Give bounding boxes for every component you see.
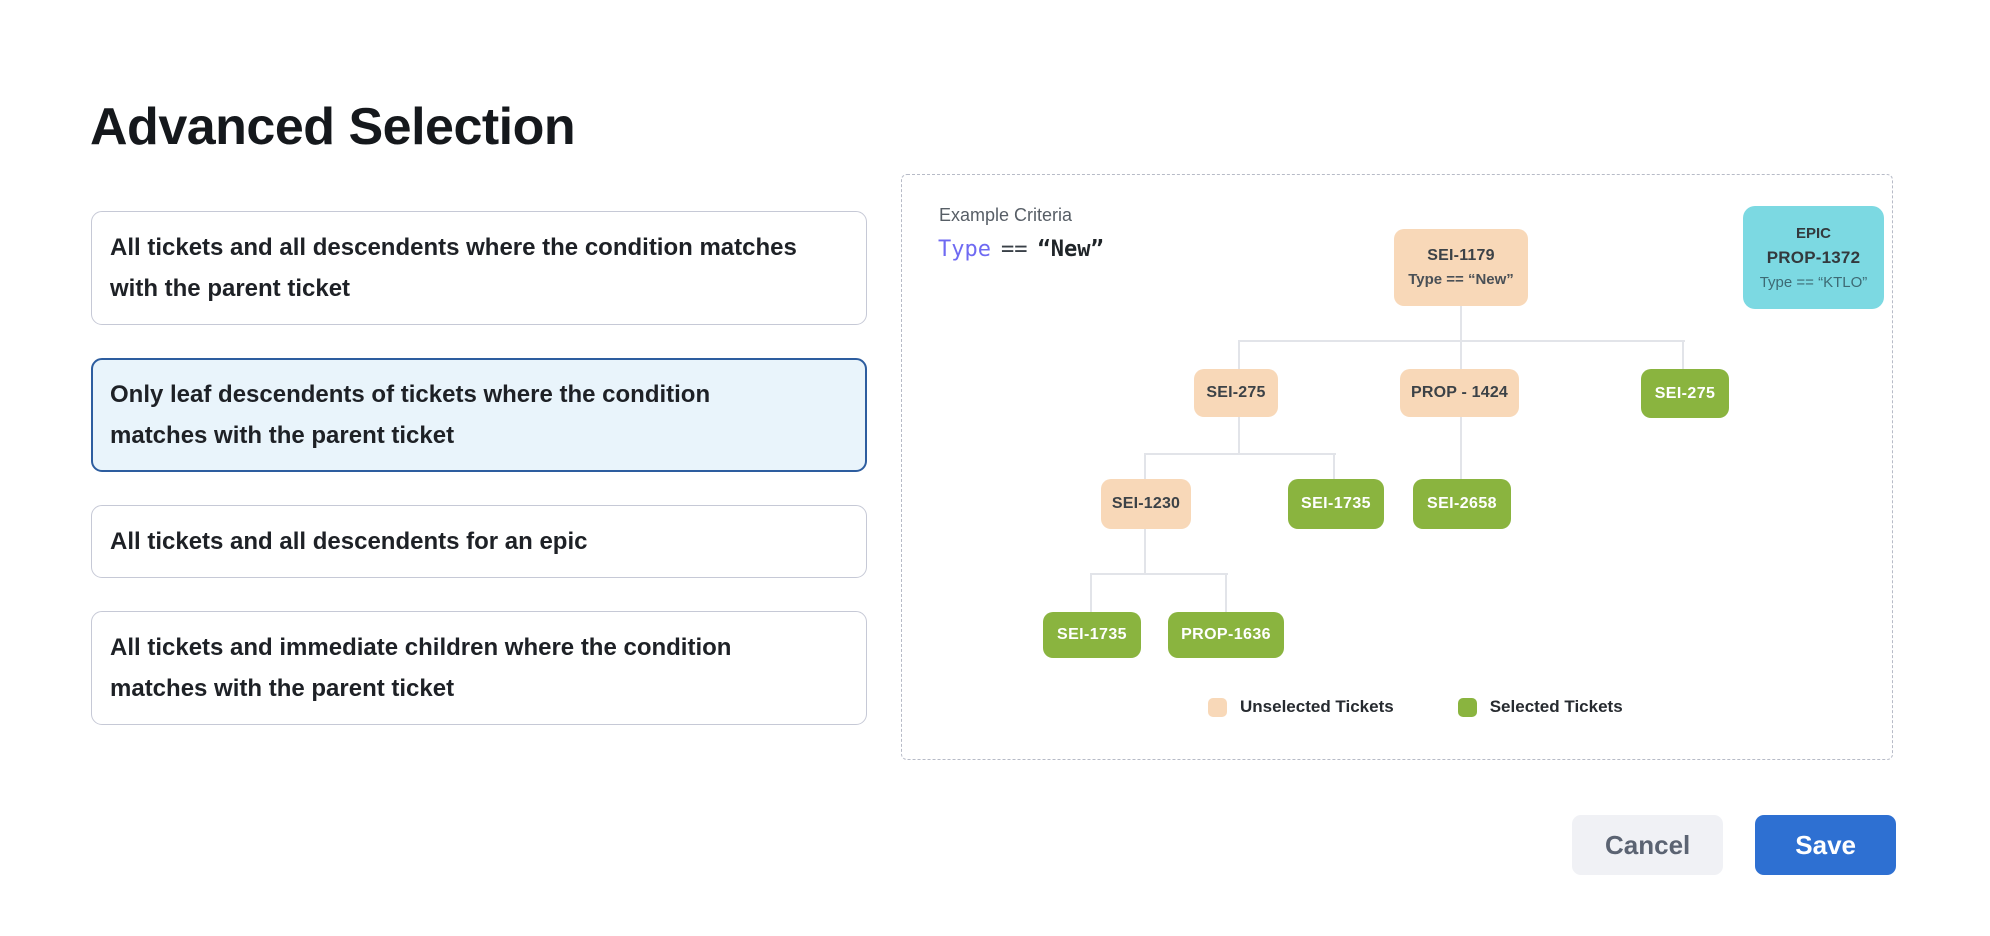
option-label: All tickets and all descendents for an e… [110, 528, 588, 555]
tree-connector [1460, 304, 1462, 370]
tree-connector [1238, 340, 1685, 342]
option-card-4[interactable]: All tickets and immediate children where… [91, 611, 867, 725]
tree-node-sei-275: SEI-275 [1641, 369, 1729, 418]
tree-connector [1460, 417, 1462, 480]
legend-item: Selected Tickets [1457, 697, 1623, 717]
option-card-3[interactable]: All tickets and all descendents for an e… [91, 505, 867, 578]
option-label: All tickets and all descendents where th… [110, 234, 797, 302]
cancel-button[interactable]: Cancel [1572, 815, 1724, 875]
tree-node-sei-2658: SEI-2658 [1413, 479, 1511, 529]
tree-node-sei-1230: SEI-1230 [1101, 479, 1191, 529]
tree-connector [1225, 573, 1227, 613]
legend-label: Selected Tickets [1489, 697, 1623, 716]
tree-connector [1144, 453, 1146, 480]
criteria-field: Type [938, 237, 991, 262]
tree-connector [1682, 340, 1684, 370]
tree-node-prop-1636: PROP-1636 [1168, 612, 1284, 658]
tree-connector [1144, 453, 1336, 455]
footer-buttons: Cancel Save [1572, 815, 1896, 875]
peach-swatch-icon [1208, 697, 1227, 717]
option-label: All tickets and immediate children where… [110, 634, 732, 702]
tree-node-sei-275: SEI-275 [1194, 369, 1278, 417]
tree-connector [1333, 453, 1335, 480]
tree-node-prop-1424: PROP - 1424 [1400, 369, 1519, 417]
criteria-expression: Type == “New” [938, 237, 1104, 262]
example-panel: Example Criteria Type == “New” Unselected … [901, 174, 1893, 760]
page-title: Advanced Selection [90, 97, 576, 156]
tree-connector [1238, 417, 1240, 455]
example-criteria-heading: Example Criteria [939, 205, 1073, 225]
save-button[interactable]: Save [1755, 815, 1896, 875]
legend: Unselected Tickets Selected Tickets [1208, 697, 1623, 717]
legend-label: Unselected Tickets [1240, 697, 1394, 716]
green-swatch-icon [1457, 697, 1477, 717]
criteria-value: “New” [1037, 237, 1104, 262]
legend-item: Unselected Tickets [1208, 697, 1394, 717]
tree-node-sei-1735: SEI-1735 [1288, 479, 1384, 529]
tree-connector [1144, 529, 1146, 575]
option-card-1[interactable]: All tickets and all descendents where th… [91, 211, 867, 325]
option-label: Only leaf descendents of tickets where t… [110, 381, 711, 449]
tree-connector [1090, 573, 1228, 575]
options-list: All tickets and all descendents where th… [91, 211, 867, 758]
criteria-operator: == [1000, 237, 1028, 262]
tree-node-sei-1735: SEI-1735 [1043, 612, 1141, 658]
tree-connector [1090, 573, 1092, 613]
option-card-2[interactable]: Only leaf descendents of tickets where t… [91, 358, 867, 472]
tree-connector [1238, 340, 1240, 370]
